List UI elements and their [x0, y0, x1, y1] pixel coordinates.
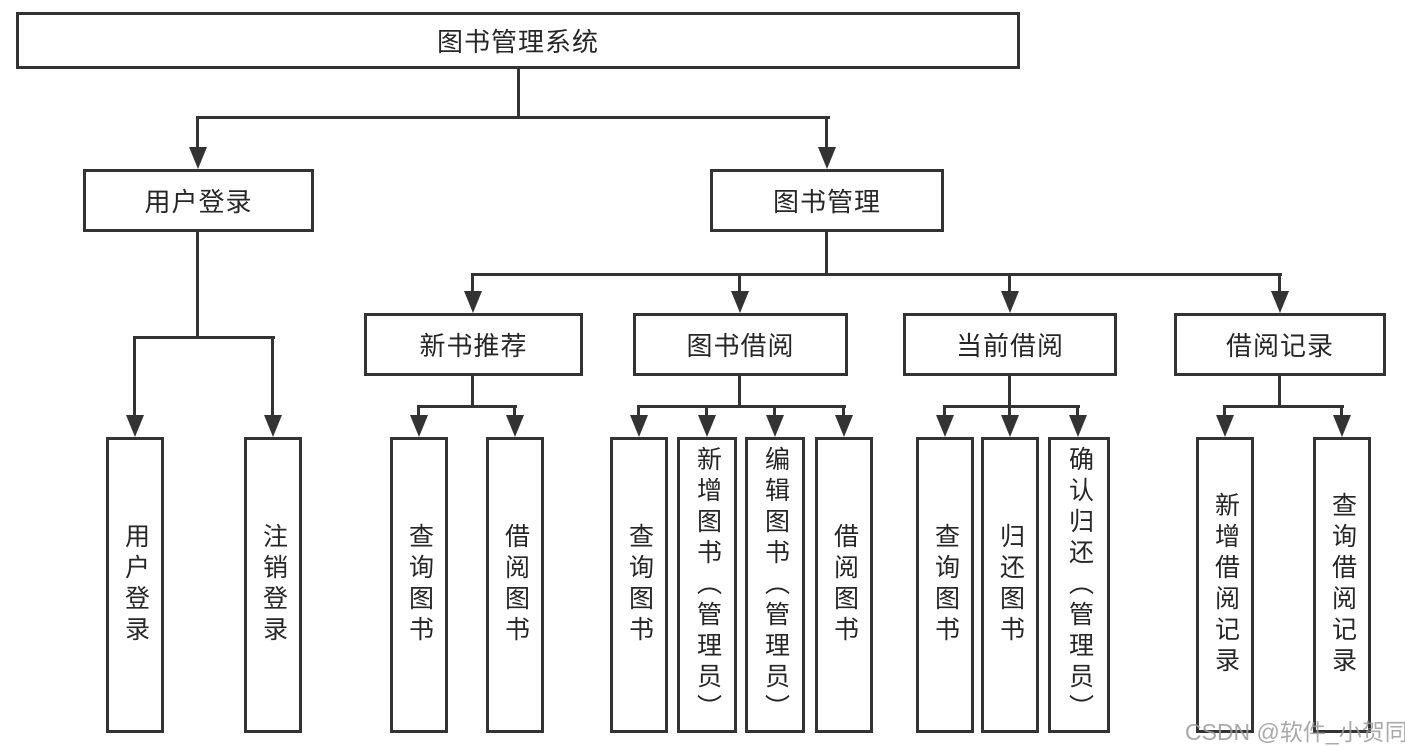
- node-current-borrowing: 当前借阅: [903, 313, 1117, 376]
- arrow-to-br-add: [1216, 415, 1234, 437]
- leaf-nbr-borrow-books: 借阅图书: [486, 437, 544, 733]
- leaf-logout-label: 注销登录: [259, 523, 288, 647]
- node-new-book-recommend: 新书推荐: [364, 313, 583, 376]
- leaf-nbr-borrow-books-label: 借阅图书: [501, 523, 530, 647]
- leaf-bb-edit-books-admin: 编辑图书（管理员）: [745, 437, 805, 733]
- leaf-bb-borrow-books-label: 借阅图书: [830, 523, 859, 647]
- arrow-to-bb-add: [698, 415, 716, 437]
- connector-root-stem: [517, 68, 520, 119]
- arrow-to-bb-query: [630, 415, 648, 437]
- leaf-bb-query-books-label: 查询图书: [625, 523, 654, 647]
- leaf-user-login-label: 用户登录: [121, 523, 150, 647]
- connector-book-management-stem: [825, 231, 828, 276]
- arrow-to-book-borrowing: [731, 291, 749, 313]
- connector-shaft-cb-query: [943, 405, 946, 419]
- arrow-to-bb-borrow: [835, 415, 853, 437]
- connector-new-book-recommend-stem: [471, 374, 474, 408]
- arrow-to-new-book-recommend: [464, 291, 482, 313]
- node-book-management: 图书管理: [710, 169, 944, 232]
- leaf-bb-add-books-admin-label: 新增图书（管理员）: [693, 445, 722, 725]
- node-borrow-records: 借阅记录: [1174, 313, 1386, 376]
- connector-book-borrowing-split-bar: [637, 405, 846, 408]
- connector-borrow-records-stem: [1278, 374, 1281, 408]
- connector-shaft-nbr-query: [417, 405, 420, 419]
- connector-borrow-records-split-bar: [1223, 405, 1344, 408]
- connector-shaft-borrow-records: [1278, 273, 1281, 295]
- leaf-nbr-query-books-label: 查询图书: [405, 523, 434, 647]
- connector-shaft-book-borrowing: [738, 273, 741, 295]
- connector-shaft-current-borrowing: [1008, 273, 1011, 295]
- leaf-br-add-record: 新增借阅记录: [1196, 437, 1254, 733]
- leaf-br-add-record-label: 新增借阅记录: [1211, 492, 1240, 678]
- connector-shaft-br-query: [1340, 405, 1343, 419]
- leaf-cb-confirm-return-admin: 确认归还（管理员）: [1048, 437, 1110, 733]
- node-book-borrowing: 图书借阅: [633, 313, 848, 376]
- arrow-to-cb-return: [1001, 415, 1019, 437]
- arrow-to-borrow-records: [1271, 291, 1289, 313]
- arrow-to-current-borrowing: [1001, 291, 1019, 313]
- connector-shaft-cb-confirm: [1076, 405, 1079, 419]
- leaf-cb-return-books: 归还图书: [981, 437, 1039, 733]
- leaf-br-query-record: 查询借阅记录: [1313, 437, 1371, 733]
- leaf-cb-query-books: 查询图书: [916, 437, 974, 733]
- leaf-logout: 注销登录: [244, 437, 302, 733]
- connector-shaft-cb-return: [1008, 405, 1011, 419]
- connector-shaft-bb-edit: [773, 405, 776, 419]
- arrow-to-cb-confirm: [1069, 415, 1087, 437]
- leaf-bb-add-books-admin: 新增图书（管理员）: [677, 437, 737, 733]
- leaf-cb-query-books-label: 查询图书: [931, 523, 960, 647]
- arrow-to-nbr-query: [410, 415, 428, 437]
- arrow-to-bb-edit: [766, 415, 784, 437]
- connector-root-split-bar: [196, 116, 830, 119]
- connector-shaft-br-add: [1223, 405, 1226, 419]
- arrow-to-nbr-borrow: [506, 415, 524, 437]
- leaf-bb-query-books: 查询图书: [610, 437, 668, 733]
- connector-shaft-bb-add: [705, 405, 708, 419]
- connector-user-login-split-bar: [133, 336, 275, 339]
- leaf-cb-return-books-label: 归还图书: [996, 523, 1025, 647]
- connector-shaft-new-book-recommend: [471, 273, 474, 295]
- arrow-to-cb-query: [936, 415, 954, 437]
- leaf-cb-confirm-return-admin-label: 确认归还（管理员）: [1065, 445, 1094, 725]
- arrow-to-user-login: [189, 147, 207, 169]
- leaf-bb-borrow-books: 借阅图书: [815, 437, 873, 733]
- leaf-br-query-record-label: 查询借阅记录: [1328, 492, 1357, 678]
- connector-shaft-leaf-logout: [271, 336, 274, 420]
- connector-shaft-book-management: [825, 116, 828, 150]
- node-library-system: 图书管理系统: [16, 12, 1020, 69]
- connector-shaft-leaf-login: [133, 336, 136, 420]
- connector-shaft-bb-query: [637, 405, 640, 419]
- leaf-nbr-query-books: 查询图书: [390, 437, 448, 733]
- arrow-to-book-management: [818, 147, 836, 169]
- arrow-to-leaf-logout: [264, 415, 282, 437]
- connector-shaft-user-login: [196, 116, 199, 150]
- leaf-bb-edit-books-admin-label: 编辑图书（管理员）: [761, 445, 790, 725]
- connector-user-login-stem: [196, 231, 199, 339]
- csdn-watermark: CSDN @软件_小贺同学: [1185, 719, 1405, 745]
- connector-shaft-nbr-borrow: [513, 405, 516, 419]
- arrow-to-br-query: [1333, 415, 1351, 437]
- connector-shaft-bb-borrow: [842, 405, 845, 419]
- leaf-user-login: 用户登录: [106, 437, 164, 733]
- connector-book-borrowing-stem: [738, 374, 741, 408]
- node-user-login: 用户登录: [83, 169, 314, 232]
- connector-new-book-recommend-split-bar: [417, 405, 517, 408]
- connector-current-borrowing-stem: [1008, 374, 1011, 408]
- arrow-to-leaf-login: [126, 415, 144, 437]
- connector-current-borrowing-split-bar: [943, 405, 1080, 408]
- connector-level3-split-bar: [471, 273, 1282, 276]
